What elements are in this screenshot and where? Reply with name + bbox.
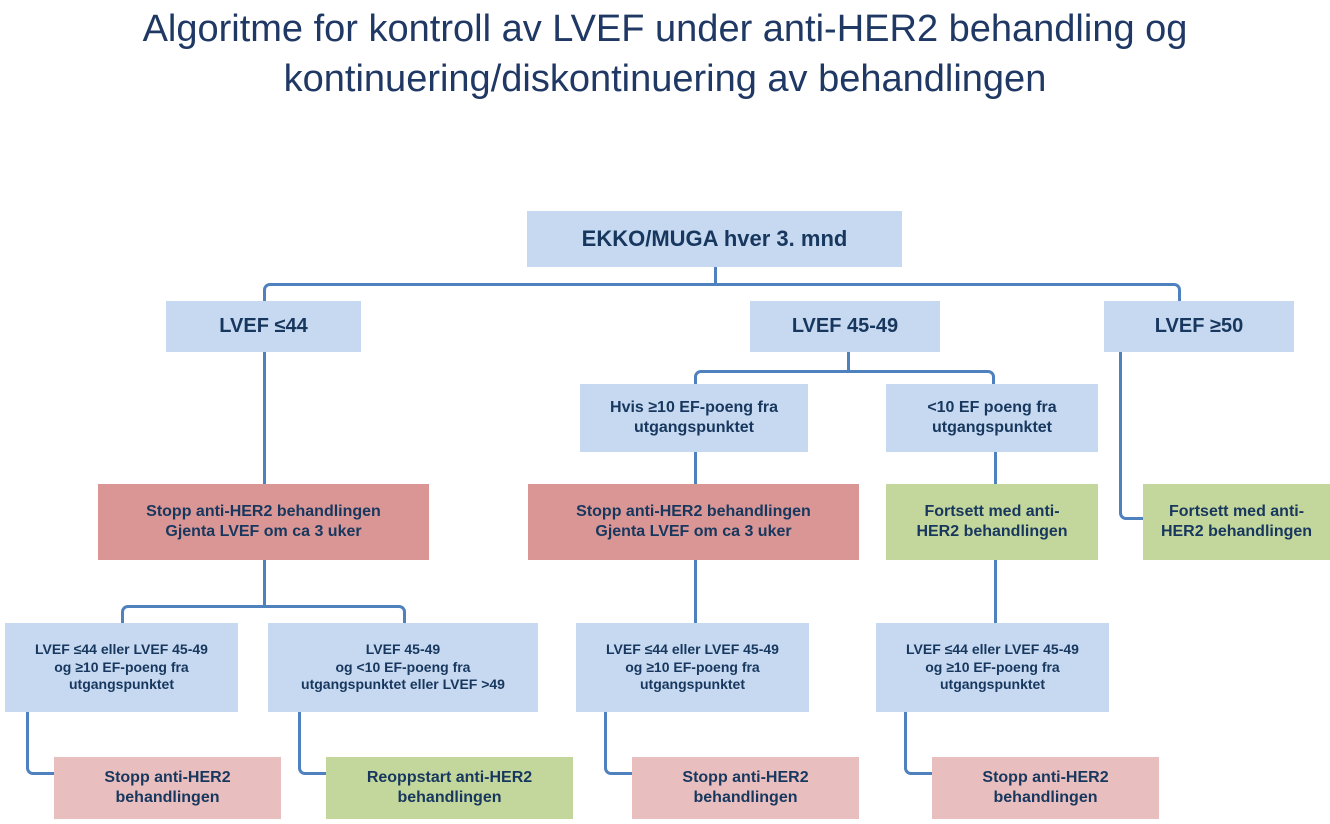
node-restart-label: Reoppstart anti-HER2 behandlingen xyxy=(366,769,533,806)
node-recheck-right-label: LVEF ≤44 eller LVEF 45-49 og ≥10 EF-poen… xyxy=(906,641,1079,693)
node-lvef-mid[interactable]: LVEF 45-49 xyxy=(750,301,940,352)
node-continue-right[interactable]: Fortsett med anti- HER2 behandlingen xyxy=(1143,484,1330,560)
node-recheck-left-a-label: LVEF ≤44 eller LVEF 45-49 og ≥10 EF-poen… xyxy=(35,641,208,693)
connector-drop10-to-stop xyxy=(694,452,697,484)
node-root[interactable]: EKKO/MUGA hver 3. mnd xyxy=(527,211,902,267)
connector-low-to-stop xyxy=(263,352,266,484)
node-stop-3-label: Stopp anti-HER2 behandlingen xyxy=(982,769,1109,806)
page-title: Algoritme for kontroll av LVEF under ant… xyxy=(142,8,1188,101)
node-continue-mid[interactable]: Fortsett med anti- HER2 behandlingen xyxy=(886,484,1098,560)
node-continue-right-label: Fortsett med anti- HER2 behandlingen xyxy=(1160,503,1313,540)
connector-stopleft-split-right xyxy=(263,605,406,623)
connector-mid-split-right xyxy=(847,370,995,388)
node-stop-2-label: Stopp anti-HER2 behandlingen xyxy=(682,769,809,806)
connector-under10-to-continue xyxy=(994,452,997,484)
node-mid-under10-label: <10 EF poeng fra utgangspunktet xyxy=(927,399,1057,436)
node-continue-mid-label: Fortsett med anti- HER2 behandlingen xyxy=(916,503,1068,540)
connector-stopmid-to-recheck xyxy=(694,560,697,623)
connector-bus-right-corner xyxy=(714,283,1181,301)
node-mid-under10[interactable]: <10 EF poeng fra utgangspunktet xyxy=(886,384,1098,452)
node-restart[interactable]: Reoppstart anti-HER2 behandlingen xyxy=(326,757,573,819)
connector-stopleft-stem xyxy=(263,560,266,605)
node-recheck-left-b-label: LVEF 45-49 og <10 EF-poeng fra utgangspu… xyxy=(301,641,505,693)
node-lvef-high-label: LVEF ≥50 xyxy=(1154,315,1244,337)
node-stop-repeat-mid[interactable]: Stopp anti-HER2 behandlingen Gjenta LVEF… xyxy=(528,484,859,560)
node-stop-1[interactable]: Stopp anti-HER2 behandlingen xyxy=(54,757,281,819)
node-lvef-low[interactable]: LVEF ≤44 xyxy=(166,301,361,352)
node-stop-repeat-left-label: Stopp anti-HER2 behandlingen Gjenta LVEF… xyxy=(146,503,381,540)
connector-recheck-mid-to-stop2 xyxy=(604,712,632,775)
node-recheck-left-b[interactable]: LVEF 45-49 og <10 EF-poeng fra utgangspu… xyxy=(268,623,538,712)
connector-recheck-a-to-stop1 xyxy=(26,712,54,775)
node-root-label: EKKO/MUGA hver 3. mnd xyxy=(581,226,848,252)
node-stop-repeat-mid-label: Stopp anti-HER2 behandlingen Gjenta LVEF… xyxy=(576,503,811,540)
connector-high-to-continue xyxy=(1119,352,1143,520)
node-stop-repeat-left[interactable]: Stopp anti-HER2 behandlingen Gjenta LVEF… xyxy=(98,484,429,560)
node-stop-3[interactable]: Stopp anti-HER2 behandlingen xyxy=(932,757,1159,819)
node-stop-2[interactable]: Stopp anti-HER2 behandlingen xyxy=(632,757,859,819)
node-stop-1-label: Stopp anti-HER2 behandlingen xyxy=(104,769,231,806)
node-mid-drop10-label: Hvis ≥10 EF-poeng fra utgangspunktet xyxy=(610,399,778,436)
connector-mid-split-left xyxy=(694,370,849,388)
connector-stopleft-split-left xyxy=(121,605,265,623)
node-lvef-mid-label: LVEF 45-49 xyxy=(791,315,899,337)
connector-bus-left-corner xyxy=(263,283,715,301)
connector-mid-stem xyxy=(847,352,850,370)
node-recheck-left-a[interactable]: LVEF ≤44 eller LVEF 45-49 og ≥10 EF-poen… xyxy=(5,623,238,712)
node-recheck-mid-label: LVEF ≤44 eller LVEF 45-49 og ≥10 EF-poen… xyxy=(606,641,779,693)
node-recheck-right[interactable]: LVEF ≤44 eller LVEF 45-49 og ≥10 EF-poen… xyxy=(876,623,1109,712)
node-recheck-mid[interactable]: LVEF ≤44 eller LVEF 45-49 og ≥10 EF-poen… xyxy=(576,623,809,712)
node-lvef-low-label: LVEF ≤44 xyxy=(219,315,308,337)
connector-continuemid-to-recheck xyxy=(994,560,997,623)
connector-recheck-right-to-stop3 xyxy=(904,712,932,775)
node-lvef-high[interactable]: LVEF ≥50 xyxy=(1104,301,1294,352)
connector-root-stem xyxy=(714,267,717,285)
node-mid-drop10[interactable]: Hvis ≥10 EF-poeng fra utgangspunktet xyxy=(580,384,808,452)
connector-recheck-b-to-restart xyxy=(298,712,326,775)
